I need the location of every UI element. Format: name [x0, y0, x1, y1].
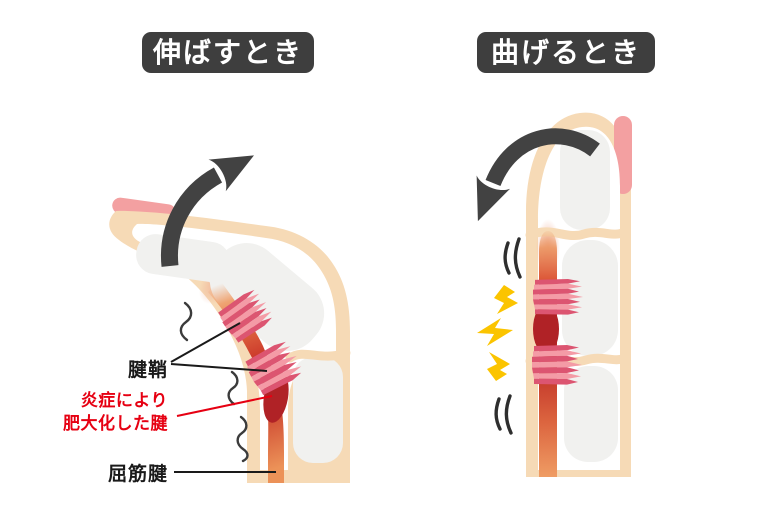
inflamed-tendon-nodule — [533, 304, 559, 354]
lower-bone — [564, 366, 618, 462]
left-panel-title: 伸ばすとき — [142, 32, 314, 73]
joint-seam — [285, 348, 351, 363]
right-panel-title: 曲げるとき — [477, 32, 655, 73]
bending-finger-illustration — [525, 112, 632, 477]
label-inflamed-tendon: 炎症により 肥大化した腱 — [18, 389, 168, 435]
label-tendon-sheath: 腱鞘 — [127, 360, 168, 381]
distal-bone — [560, 130, 610, 230]
friction-squiggle-icon — [179, 301, 249, 463]
label-lines — [170, 322, 276, 473]
extend-arrow-icon — [160, 155, 254, 267]
label-inflamed-line1: 炎症により — [80, 391, 168, 410]
bend-arrow-icon — [476, 128, 600, 222]
extended-finger-illustration — [109, 197, 351, 483]
distal-bone — [136, 234, 230, 282]
knuckle-bone — [209, 243, 325, 351]
pain-flash-icon — [477, 285, 518, 381]
label-inflamed-line2: 肥大化した腱 — [63, 414, 168, 433]
motion-lines-icon — [494, 237, 522, 435]
label-flexor-tendon: 屈筋腱 — [107, 464, 168, 485]
middle-bone — [562, 240, 618, 356]
lower-bone — [293, 357, 343, 463]
